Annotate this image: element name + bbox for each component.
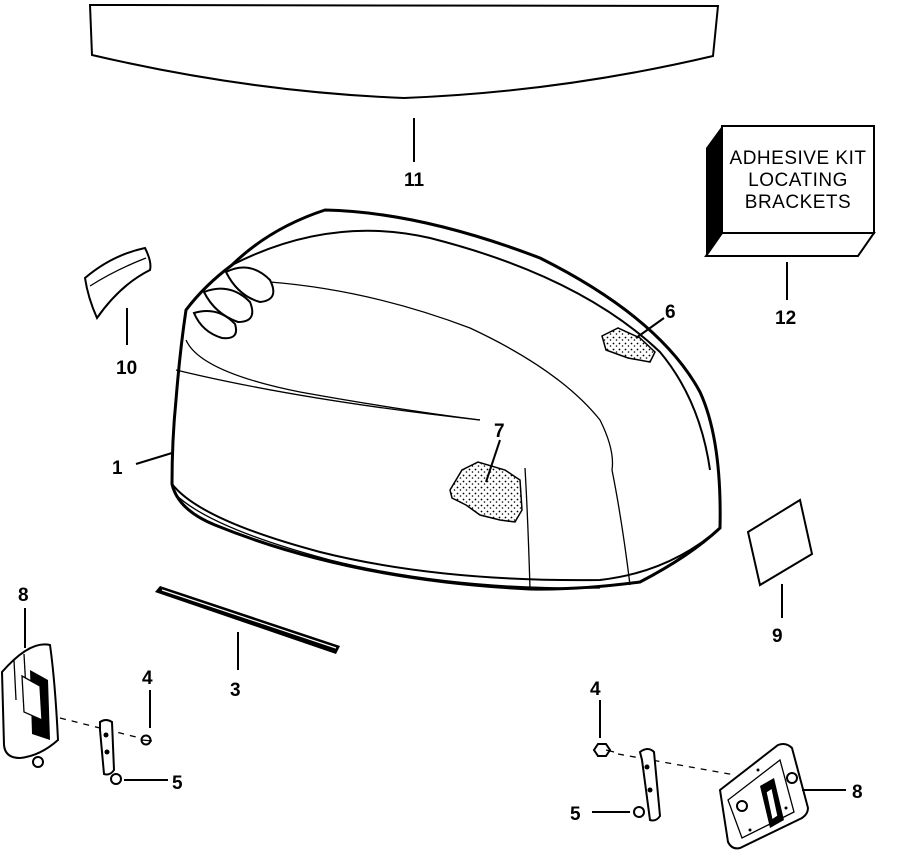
part-6-adhesive-patch	[601, 327, 656, 363]
part-3-seal-strip	[155, 586, 340, 654]
callout-1: 1	[112, 458, 123, 479]
callout-3: 3	[230, 680, 241, 701]
kit-box-line-3: BRACKETS	[745, 192, 851, 213]
kit-box-line-1: ADHESIVE KIT	[730, 148, 867, 169]
callout-5-right: 5	[570, 804, 581, 825]
part-10-curved-decal	[83, 246, 152, 321]
callout-10: 10	[116, 358, 137, 379]
callout-5-left: 5	[172, 773, 183, 794]
part-12-adhesive-kit-box: ADHESIVE KIT LOCATING BRACKETS	[704, 125, 876, 257]
part-1-engine-cowl	[170, 208, 722, 591]
part-5-right-clip	[633, 748, 662, 822]
part-8-left-locating-bracket	[0, 643, 60, 768]
callout-6: 6	[665, 302, 676, 323]
part-7-adhesive-patch	[449, 461, 523, 523]
leader-line-1	[135, 452, 173, 465]
part-4-left-screw	[140, 734, 153, 746]
callout-12: 12	[775, 308, 796, 329]
part-5-left-clip	[99, 719, 122, 785]
leader-line-7	[485, 439, 501, 483]
part-9-square-decal	[746, 498, 814, 587]
kit-box-line-2: LOCATING	[748, 170, 848, 191]
callout-9: 9	[772, 626, 783, 647]
callout-8-left: 8	[18, 585, 29, 606]
dashed-guide-right	[617, 753, 736, 776]
leader-line-6	[635, 317, 665, 339]
part-11-decal-strip	[88, 3, 720, 100]
part-4-right-screw	[592, 743, 615, 757]
part-8-right-locating-bracket	[718, 743, 810, 850]
callout-8-right: 8	[852, 782, 863, 803]
callout-11: 11	[404, 170, 425, 191]
callout-7: 7	[494, 421, 505, 442]
callout-4-left: 4	[142, 668, 153, 689]
callout-4-right: 4	[590, 679, 601, 700]
